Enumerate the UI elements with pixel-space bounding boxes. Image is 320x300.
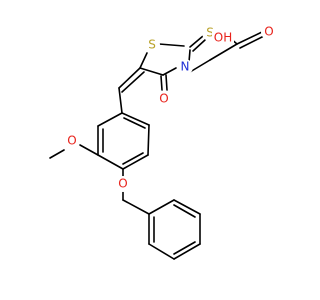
- bond-cooh-o-b: [239, 35, 265, 49]
- ring2-inner-1: [173, 204, 196, 218]
- ring1-inner-2: [122, 152, 144, 165]
- bond-c4-c5: [139, 67, 164, 76]
- bond-n-ch2: [189, 59, 211, 73]
- atom-n-ring: N: [177, 59, 193, 75]
- bond-ar-ome: [79, 144, 99, 156]
- atom-o-acid-hydroxyl: OH: [212, 31, 234, 45]
- atom-o-ring-carbonyl-label: O: [159, 92, 168, 106]
- bond-ch2-cooh: [209, 43, 238, 61]
- bond-c4-o-a: [160, 75, 163, 91]
- atom-s-ring: S: [144, 37, 160, 53]
- bond-c2-s-thioxo-a: [189, 35, 204, 48]
- ring1-bond-1: [121, 112, 150, 126]
- ring1-bond-6: [97, 112, 123, 127]
- bond-o-ch3: [49, 149, 65, 159]
- atom-o-methoxy: O: [64, 133, 80, 149]
- atom-o-acid-hydroxyl-label: OH: [214, 31, 232, 45]
- ring2-inner-2: [173, 241, 196, 255]
- bond-c5-ch-b: [121, 71, 145, 93]
- bond-s-c2: [158, 43, 185, 47]
- atom-o-ring-carbonyl: O: [156, 91, 172, 107]
- bond-s-c5: [139, 52, 148, 69]
- bond-n-c4: [162, 67, 177, 76]
- structure-svg: S S N O OH O O O: [49, 24, 277, 260]
- atom-s-thioxo-label: S: [206, 26, 214, 40]
- ring2-bond-4: [173, 243, 201, 260]
- atom-o-methoxy-label: O: [67, 134, 76, 148]
- ring1-bond-3: [122, 154, 149, 170]
- ring1-inner-1: [123, 117, 146, 129]
- molecule-diagram: S S N O OH O O O: [49, 24, 277, 260]
- atom-n-ring-label: N: [181, 60, 190, 74]
- bond-c5-ch-a: [118, 67, 141, 89]
- ring2-bond-2: [173, 199, 201, 215]
- bond-c2-s-thioxo-b: [192, 39, 206, 52]
- atom-o-benzyloxy-label: O: [118, 177, 127, 191]
- ring1-bond-4: [97, 154, 124, 170]
- ring2-bond-5: [148, 243, 175, 260]
- bond-c2-n: [188, 49, 191, 63]
- bond-c4-o-b: [165, 74, 168, 91]
- bond-ch2-ph: [122, 199, 150, 215]
- atom-o-acid-carbonyl-label: O: [264, 25, 273, 39]
- atom-o-benzyloxy: O: [115, 176, 131, 192]
- atom-o-acid-carbonyl: O: [261, 24, 277, 40]
- ring1-bond-2: [147, 124, 150, 156]
- atom-s-ring-label: S: [148, 38, 156, 52]
- bond-ch-ar: [118, 87, 123, 114]
- ring2-bond-1: [148, 199, 175, 215]
- bond-cooh-o-a: [236, 31, 263, 45]
